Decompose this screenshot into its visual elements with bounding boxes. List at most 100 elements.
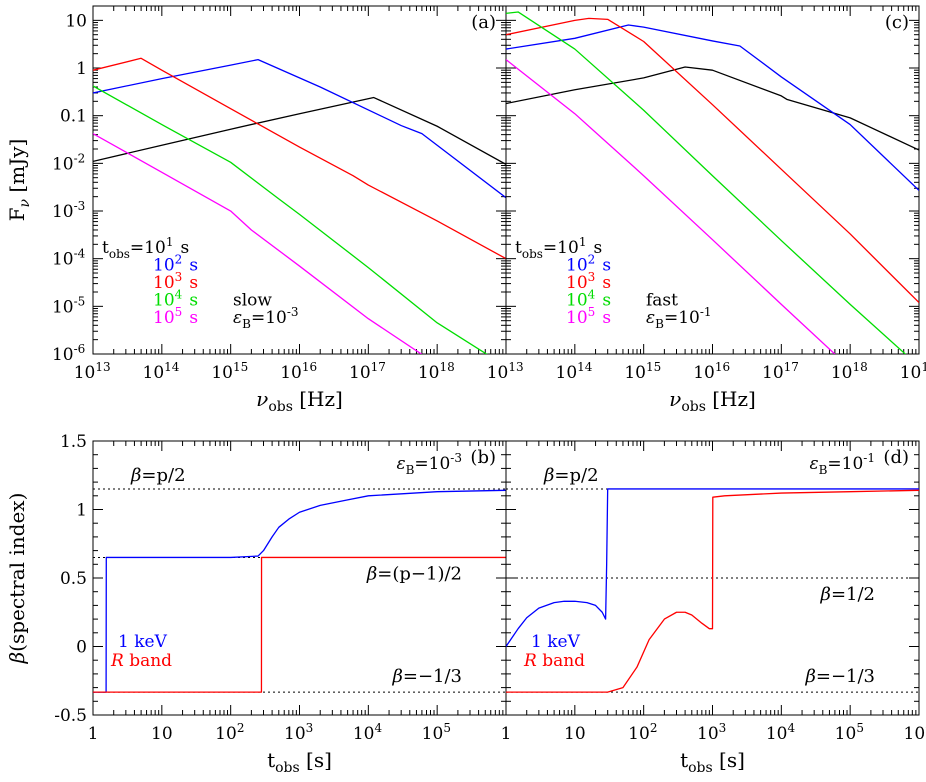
legend-unit: s [184, 256, 198, 276]
tick-mantissa: 10 [349, 363, 371, 383]
baseline-reset [313, 724, 315, 744]
band-legend-entry: 1 keV [118, 632, 168, 652]
y-tick-label: 10-6 [52, 342, 87, 365]
tick-exponent: -6 [74, 342, 86, 356]
epsilon-parameter: εB=10-3 [396, 451, 462, 477]
tick-exponent: 1 [579, 235, 587, 249]
tick-mantissa: 10 [144, 238, 166, 258]
x-tick-label: 1013 [487, 360, 526, 383]
legend-entry: 103 s [153, 270, 198, 293]
tick-mantissa: 10 [74, 363, 96, 383]
tick-mantissa: 10 [65, 11, 87, 31]
baseline-reset [868, 363, 870, 383]
tick-mantissa: 10 [153, 256, 175, 276]
y-tick-label: 10-4 [52, 247, 87, 270]
series-group [506, 11, 919, 354]
y-tick-label: 10-2 [52, 151, 87, 174]
band-legend-entry: R band [110, 651, 172, 671]
tick-mantissa: 10 [422, 724, 444, 744]
reference-line-label: β=−1/3 [391, 666, 462, 687]
legend-unit: s [597, 291, 611, 311]
y-tick-label: 10-5 [52, 294, 87, 317]
x-tick-label: 1018 [831, 360, 870, 383]
band-label: R [110, 651, 124, 671]
legend-entry: tobs=101 s [102, 235, 189, 261]
baseline-reset [244, 724, 246, 744]
x-tick-label: 103 [284, 721, 315, 744]
x-tick-label: 1018 [418, 360, 457, 383]
baseline-reset [85, 202, 87, 222]
baseline-reset [726, 724, 728, 744]
tick-mantissa: 10 [831, 363, 853, 383]
legend-prefix: t [515, 238, 522, 258]
y-tick-label: 10-3 [52, 199, 87, 222]
tick-mantissa: 1 [501, 724, 512, 744]
tick-mantissa: 1 [88, 724, 99, 744]
tick-exponent: 4 [588, 288, 596, 302]
param-subscript: B [819, 463, 828, 477]
tick-exponent: 13 [95, 360, 110, 374]
x-tick-label: 1014 [556, 360, 595, 383]
y-tick-label: 10 [65, 11, 87, 31]
axis-subscript: obs [688, 760, 713, 776]
y-tick-label: 1 [76, 59, 87, 79]
series-line [506, 59, 836, 354]
band-legend-entry: 1 keV [531, 632, 581, 652]
legend-entry: 103 s [566, 270, 611, 293]
x-tick-label: 1017 [349, 360, 388, 383]
plot-frame [505, 5, 920, 355]
panel-label: (a) [471, 12, 496, 33]
tick-mantissa: 1 [76, 59, 87, 79]
tick-mantissa: 10 [52, 154, 74, 174]
axis-subscript: ν [17, 198, 33, 207]
x-tick-label: 1 [501, 724, 512, 744]
reference-value: =p/2 [554, 465, 598, 486]
baseline-reset [864, 724, 866, 744]
beta-symbol: β [391, 666, 402, 687]
series-line [93, 489, 506, 693]
param-symbol: ε [809, 454, 818, 474]
axis-unit: [Hz] [293, 387, 343, 411]
tick-exponent: 3 [306, 721, 314, 735]
y-tick-label: 0.1 [60, 107, 87, 127]
panel-label: (d) [883, 447, 909, 468]
regime-annotation: slow [233, 291, 272, 311]
param-symbol: ε [646, 308, 655, 328]
x-tick-label: 1 [88, 724, 99, 744]
param-value: =10 [414, 454, 450, 474]
series-line [93, 133, 423, 354]
baseline-reset [382, 724, 384, 744]
param-exponent: -3 [450, 451, 462, 465]
x-tick-label: 102 [628, 721, 659, 744]
tick-mantissa: 10 [556, 363, 578, 383]
tick-mantissa: 10 [284, 724, 306, 744]
series-line [506, 11, 907, 354]
x-tick-label: 10 [564, 724, 586, 744]
y-axis-label: Fν [mJy] [5, 139, 33, 222]
tick-mantissa: 10 [697, 724, 719, 744]
tick-exponent: 16 [302, 360, 317, 374]
reference-line-label: β=p/2 [130, 465, 186, 486]
legend-unit: s [184, 291, 198, 311]
series-line [93, 57, 506, 260]
tick-exponent: 14 [577, 360, 593, 374]
tick-mantissa: 10 [487, 363, 509, 383]
regime-annotation: fast [646, 291, 678, 311]
tick-exponent: 2 [588, 253, 596, 267]
tick-mantissa: 10 [624, 363, 646, 383]
baseline-reset [455, 363, 457, 383]
tick-mantissa: 10 [693, 363, 715, 383]
tick-mantissa: 10 [418, 363, 440, 383]
band-label: R [523, 651, 537, 671]
x-tick-label: 103 [697, 721, 728, 744]
baseline-reset [657, 724, 659, 744]
baseline-reset [317, 363, 319, 383]
axis-text: (spectral index) [5, 493, 29, 652]
axis-symbol: t [680, 748, 688, 772]
axis-unit: [Hz] [706, 387, 756, 411]
x-tick-label: 1015 [211, 360, 250, 383]
baseline-reset [111, 363, 113, 383]
tick-exponent: 4 [374, 721, 382, 735]
tick-exponent: -4 [74, 247, 86, 261]
